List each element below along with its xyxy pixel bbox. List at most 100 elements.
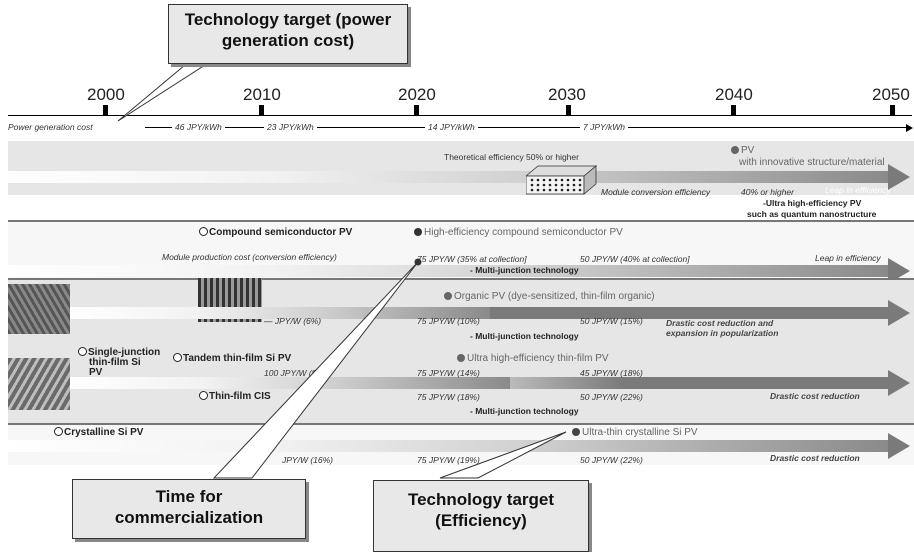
cost-row-line: [145, 127, 907, 128]
crystalline-circle: [54, 427, 63, 436]
thin-film-drastic: Drastic cost reduction: [770, 391, 860, 401]
innovative-lane: [8, 171, 888, 183]
high-eff-dot: [414, 228, 422, 236]
year-2030: 2030: [548, 85, 586, 104]
callout-efficiency-target: Technology target (Efficiency): [373, 480, 589, 552]
tick-2010: [259, 105, 264, 116]
single-junction-line2: thin-film Si: [89, 357, 141, 368]
organic-dot: [444, 292, 452, 300]
organic-dark-bar: [490, 307, 888, 319]
ultra-thin-crystalline-label: Ultra-thin crystalline Si PV: [572, 427, 698, 438]
cis-circle: [199, 391, 208, 400]
organic-drastic-2: expansion in popularization: [666, 328, 779, 338]
organic-2030-value: 50 JPY/W (15%): [580, 316, 643, 326]
lower-band: [8, 280, 914, 423]
ultra-thin-film-name: Ultra high-efficiency thin-film PV: [467, 353, 609, 364]
callout-commercialization-text: Time for commercialization: [114, 487, 264, 527]
tandem-label: Tandem thin-film Si PV: [173, 353, 291, 364]
thin-film-2010-value: 100 JPY/W (9%): [264, 368, 327, 378]
crystalline-name: Crystalline Si PV: [64, 427, 144, 438]
cost-7: 7 JPY/kWh: [580, 122, 629, 132]
organic-lane: [70, 307, 490, 319]
tandem-circle: [173, 353, 182, 362]
separator-3: [8, 423, 914, 425]
cost-row-arrowhead: [906, 124, 913, 132]
organic-pv-label: Organic PV (dye-sensitized, thin-film or…: [444, 291, 655, 302]
crystalline-drastic: Drastic cost reduction: [770, 453, 860, 463]
cost-14: 14 JPY/kWh: [425, 122, 478, 132]
innovative-pv-band: [8, 141, 914, 195]
compound-leap: Leap in efficiency: [815, 253, 881, 263]
organic-name: Organic PV (dye-sensitized, thin-film or…: [454, 291, 655, 302]
thin-film-2030-value: 45 JPY/W (18%): [580, 368, 643, 378]
separator-2: [8, 278, 914, 280]
thin-film-arrowhead: [888, 370, 910, 396]
ultra-thin-film-dot: [457, 354, 465, 362]
organic-drastic-1: Drastic cost reduction and: [666, 318, 774, 328]
crystalline-2030-value: 50 JPY/W (22%): [580, 455, 643, 465]
innovative-pv-name: PV: [741, 145, 755, 156]
tandem-name: Tandem thin-film Si PV: [183, 353, 292, 364]
compound-2030-value: 50 JPY/W (40% at collection]: [580, 254, 690, 264]
tick-2000: [103, 105, 108, 116]
cis-label: Thin-film CIS: [199, 391, 271, 402]
cost-46: 46 JPY/kWh: [172, 122, 225, 132]
module-conversion-efficiency: Module conversion efficiency: [601, 187, 711, 197]
organic-arrowhead: [888, 300, 910, 326]
organic-2010-value: — JPY/W (6%): [264, 316, 322, 326]
year-2040: 2040: [715, 85, 753, 104]
cis-name: Thin-film CIS: [209, 391, 271, 402]
ultra-thin-crystalline-dot: [572, 428, 580, 436]
year-2050: 2050: [872, 85, 910, 104]
high-eff-name: High-efficiency compound semiconductor P…: [424, 227, 623, 238]
power-generation-cost-label: Power generation cost: [8, 122, 96, 132]
crystalline-lane: [8, 440, 888, 452]
cis-2030-value: 50 JPY/W (22%): [580, 392, 643, 402]
callout-cost-target-text: Technology target (power generation cost…: [184, 10, 392, 50]
innovative-leap: Leap in efficiency: [825, 185, 891, 195]
callout-efficiency-target-text: Technology target (Efficiency): [407, 490, 555, 530]
theoretical-efficiency: Theoretical efficiency 50% or higher: [444, 152, 579, 162]
year-2010: 2010: [243, 85, 281, 104]
solar-farm-photo-1: [8, 284, 70, 334]
compound-circle: [199, 227, 208, 236]
innovative-dot: [731, 146, 739, 154]
compound-name: Compound semiconductor PV: [209, 227, 353, 238]
compound-arrowhead: [888, 258, 910, 284]
high-eff-compound-label: High-efficiency compound semiconductor P…: [414, 227, 623, 238]
ultra-high-pv: -Ultra high-efficiency PV: [763, 198, 862, 208]
module-structure-image: [526, 165, 598, 195]
cis-2020-value: 75 JPY/W (18%): [417, 392, 480, 402]
thin-film-lane: [70, 377, 510, 389]
innovative-pv-label: PV: [731, 145, 754, 156]
innovative-pv-sub: with innovative structure/material: [739, 157, 885, 168]
crystalline-label: Crystalline Si PV: [54, 427, 143, 438]
tick-2050: [890, 105, 895, 116]
single-junction-circle: [78, 347, 87, 356]
thin-film-multi: - Multi-junction technology: [470, 406, 579, 416]
callout-cost-target: Technology target (power generation cost…: [168, 4, 408, 64]
organic-2020-value: 75 JPY/W (10%): [417, 316, 480, 326]
compound-label: Compound semiconductor PV: [199, 227, 352, 238]
crystalline-2010-value: JPY/W (16%): [282, 455, 334, 465]
module-production-cost: Module production cost (conversion effic…: [162, 252, 337, 262]
tick-2040: [731, 105, 736, 116]
timeline-axis: [8, 115, 912, 116]
ultra-thin-film-label: Ultra high-efficiency thin-film PV: [457, 353, 609, 364]
quantum-nanostructure: such as quantum nanostructure: [747, 209, 877, 219]
tick-2030: [566, 105, 571, 116]
forty-percent: 40% or higher: [741, 187, 794, 197]
thin-film-2020-value: 75 JPY/W (14%): [417, 368, 480, 378]
year-2000: 2000: [87, 85, 125, 104]
compound-multi: - Multi-junction technology: [470, 265, 579, 275]
crystalline-arrowhead: [888, 433, 910, 459]
crystalline-2020-value: 75 JPY/W (19%): [417, 455, 480, 465]
organic-multi: - Multi-junction technology: [470, 331, 579, 341]
single-junction-label: Single-junction thin-film Si PV: [78, 347, 160, 378]
compound-lane: [8, 265, 888, 277]
innovative-arrowhead: [888, 164, 910, 190]
single-junction-line1: Single-junction: [88, 347, 161, 358]
thin-film-dark-bar: [510, 377, 888, 389]
year-2020: 2020: [398, 85, 436, 104]
